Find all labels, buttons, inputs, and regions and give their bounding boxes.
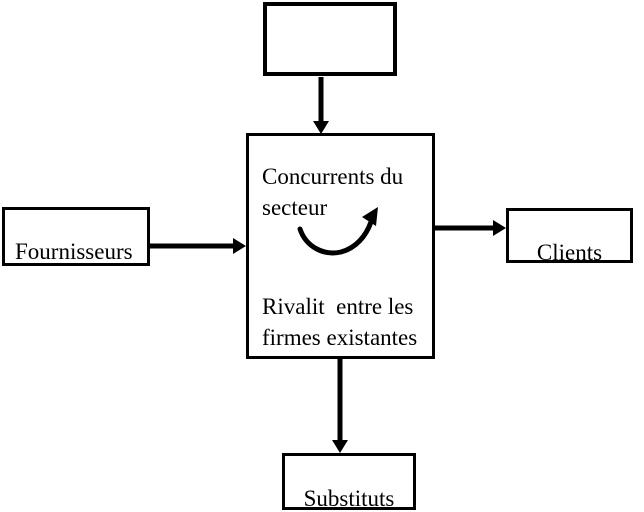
box-concurrents-du-secteur: Concurrents du secteur Rivalit entre les… <box>246 133 435 359</box>
down-arrow-entrants-icon <box>313 77 329 134</box>
box-clients: Clients <box>506 208 633 263</box>
box-fournisseurs: Fournisseurs <box>2 207 150 266</box>
rivalite-label: Rivalit entre les firmes existantes <box>262 294 418 350</box>
substituts-label: Substituts <box>303 486 395 510</box>
right-arrow-clients-icon <box>434 220 506 236</box>
entrants-label: Entrant potentiel <box>283 30 363 72</box>
fournisseurs-label: Fournisseurs <box>15 239 133 264</box>
down-arrow-substituts-icon <box>332 357 348 453</box>
concurrents-label: Concurrents du secteur <box>262 164 404 220</box>
right-arrow-fournisseurs-icon <box>150 238 246 254</box>
clients-label: Clients <box>536 240 603 263</box>
box-substituts: Substituts <box>282 453 416 510</box>
box-entrants-potentiels: Entrant potentiel <box>263 2 397 76</box>
